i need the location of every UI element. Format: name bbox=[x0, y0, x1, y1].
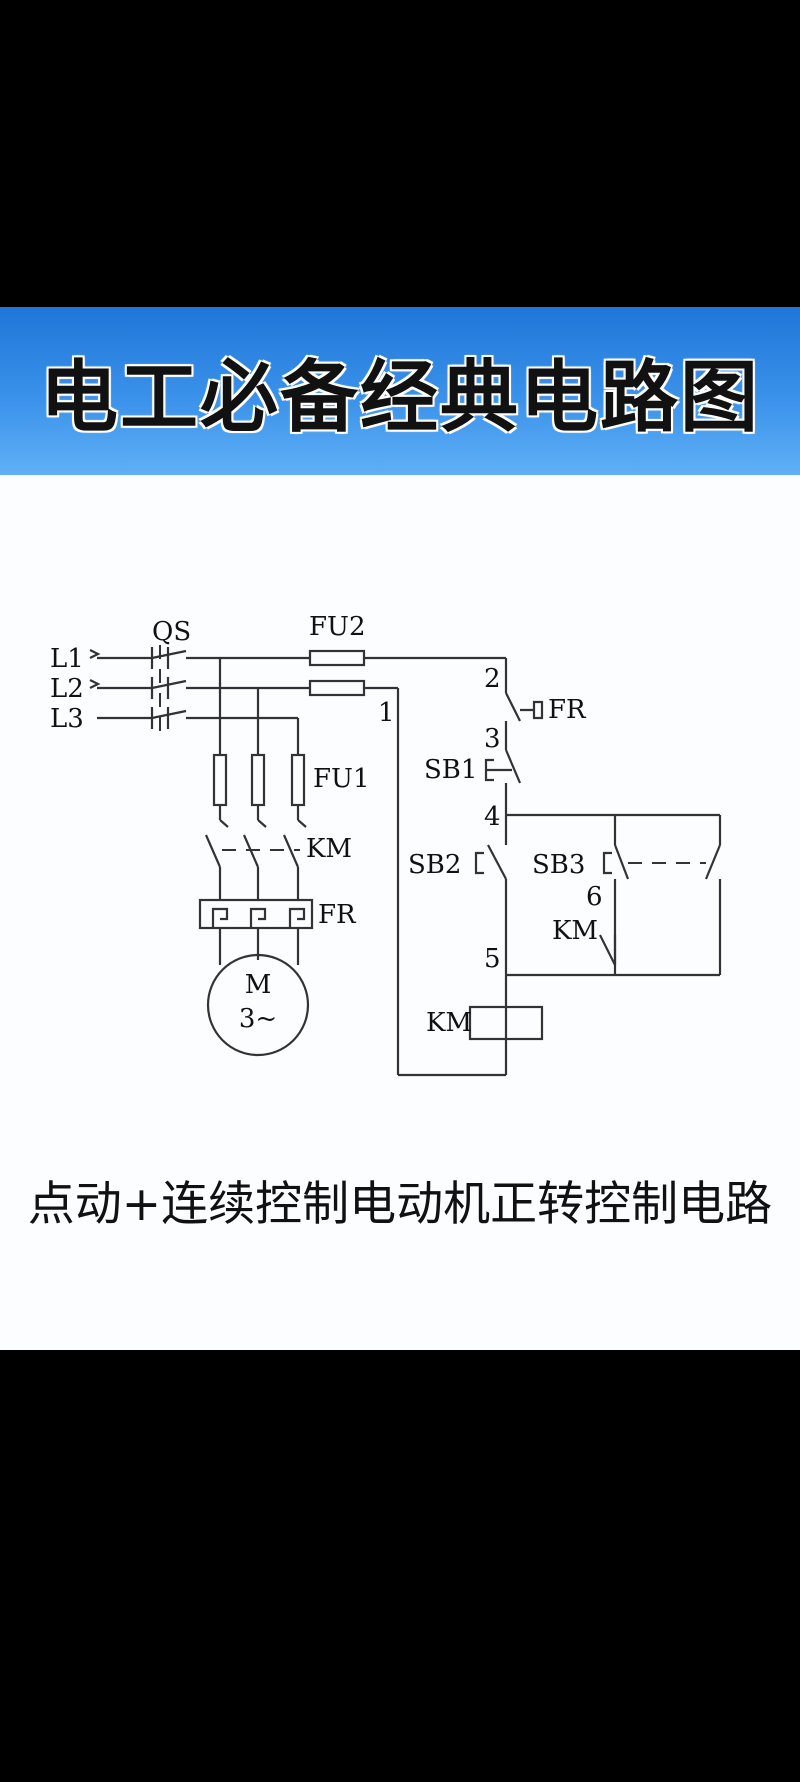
label-km-main: KM bbox=[306, 834, 352, 864]
motor-label: M bbox=[245, 970, 272, 1000]
label-node-1: 1 bbox=[378, 698, 395, 728]
diagram-panel: M 3~ bbox=[0, 475, 800, 1350]
label-km-coil: KM bbox=[426, 1008, 472, 1038]
label-fr-contact: FR bbox=[548, 695, 587, 725]
fu2-fuses bbox=[308, 649, 506, 1077]
fr-thermal-relay bbox=[198, 898, 314, 965]
label-l3: L3 bbox=[50, 704, 84, 734]
bus-wires bbox=[186, 656, 310, 755]
label-fu2: FU2 bbox=[309, 612, 366, 642]
label-fr-main: FR bbox=[318, 900, 357, 930]
label-node-2: 2 bbox=[484, 664, 501, 694]
label-fu1: FU1 bbox=[313, 764, 370, 794]
fu1-fuses bbox=[212, 753, 307, 828]
title-banner: 电工必备经典电路图 bbox=[0, 307, 800, 475]
label-qs: QS bbox=[152, 617, 191, 647]
motor-phase-label: 3~ bbox=[239, 1004, 277, 1034]
label-sb1: SB1 bbox=[424, 755, 477, 785]
label-l2: L2 bbox=[50, 674, 84, 704]
label-node-5: 5 bbox=[484, 944, 501, 974]
circuit-diagram: M 3~ bbox=[50, 612, 722, 1077]
label-km-aux: KM bbox=[552, 916, 598, 946]
label-node-4: 4 bbox=[484, 802, 501, 832]
page-title: 电工必备经典电路图 bbox=[39, 353, 760, 443]
control-circuit bbox=[468, 658, 722, 1075]
labels: L1 L2 L3 QS FU2 FU1 KM FR 1 2 3 4 5 6 FR… bbox=[50, 612, 603, 1038]
label-sb3: SB3 bbox=[532, 850, 585, 880]
label-sb2: SB2 bbox=[408, 850, 461, 880]
diagram-caption: 点动+连续控制电动机正转控制电路 bbox=[27, 1177, 773, 1232]
motor: M 3~ bbox=[206, 953, 310, 1057]
power-lines bbox=[89, 649, 152, 720]
label-node-6: 6 bbox=[586, 882, 603, 912]
qs-switch bbox=[150, 645, 187, 735]
label-l1: L1 bbox=[50, 644, 84, 674]
label-node-3: 3 bbox=[484, 724, 501, 754]
km-main-contacts bbox=[204, 834, 300, 900]
